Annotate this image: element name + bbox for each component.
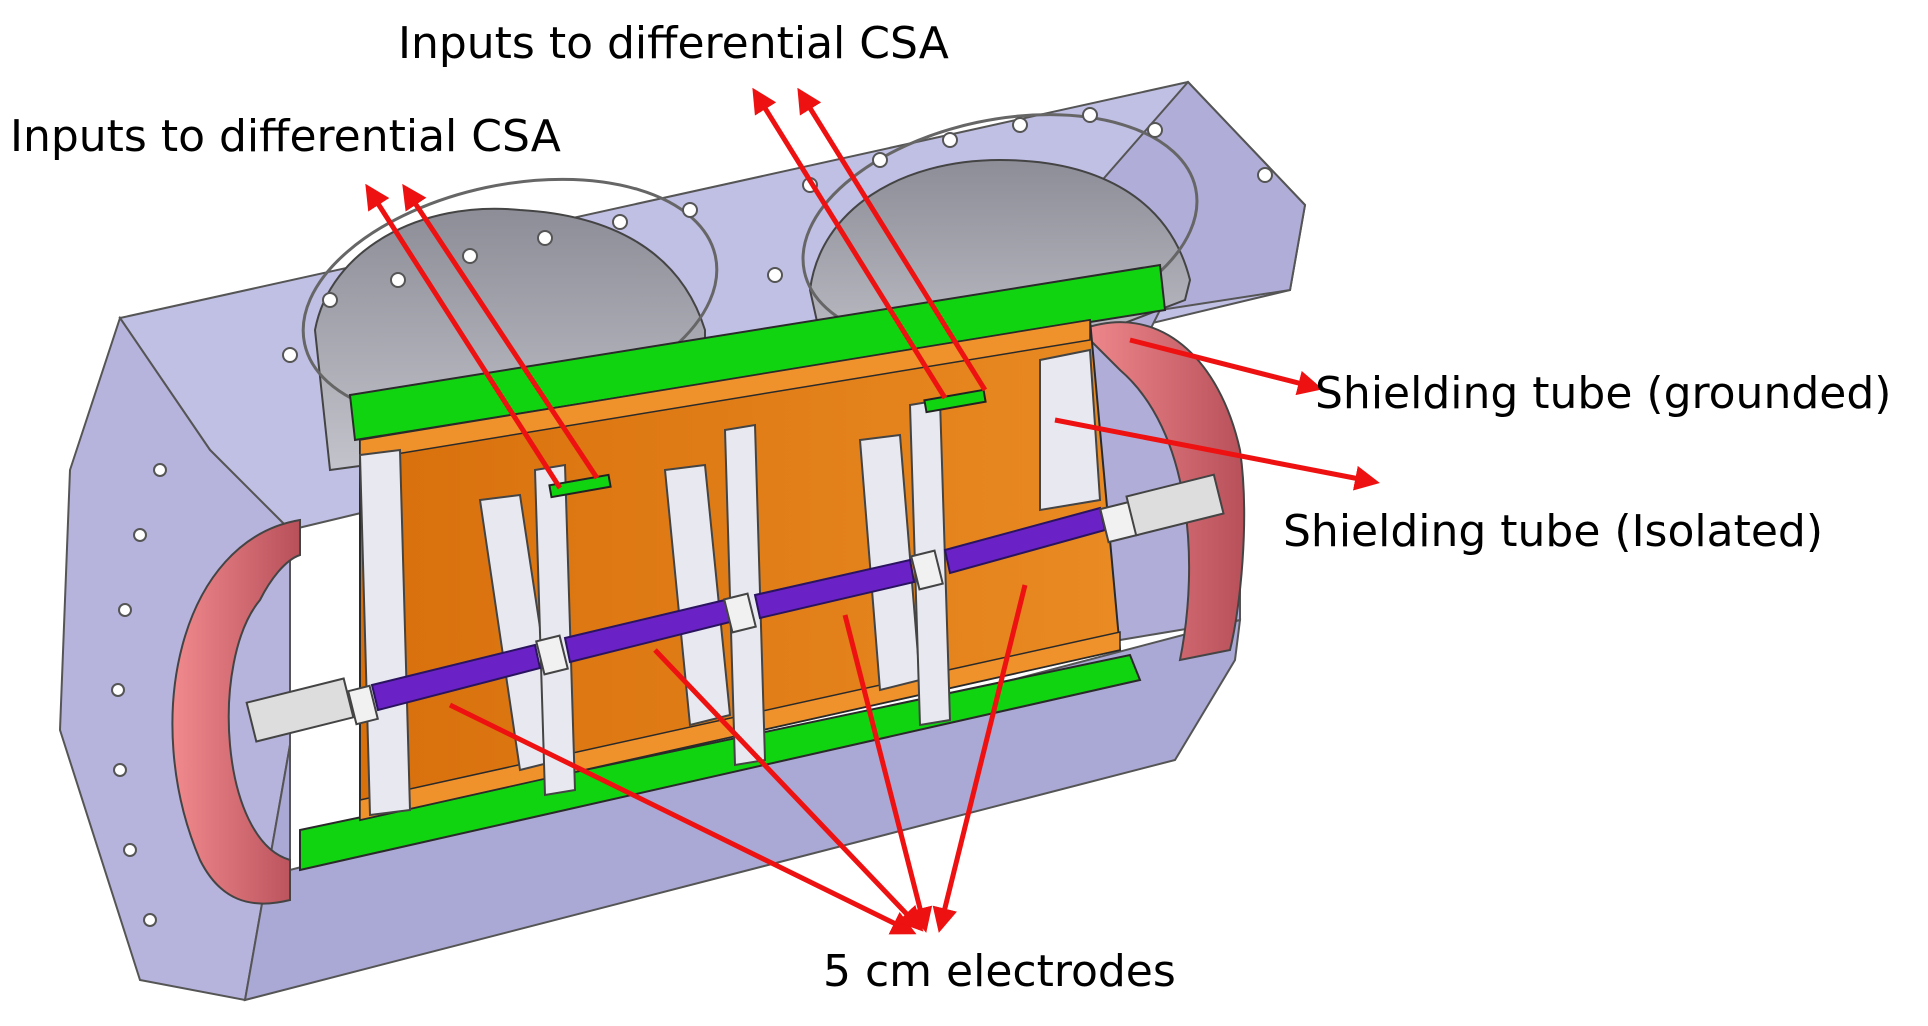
feedthroughs xyxy=(245,473,1225,743)
electrodes xyxy=(370,506,1107,712)
electrode-1 xyxy=(370,643,542,712)
arrow-csa-top-1 xyxy=(752,87,948,400)
arrow-csa-top-2 xyxy=(797,87,988,392)
flange-rings xyxy=(171,321,1246,905)
arrow-electrode-3 xyxy=(842,614,933,933)
arrow-csa-left-1 xyxy=(365,183,563,490)
flange-left xyxy=(171,518,301,905)
arrow-electrode-4 xyxy=(932,584,1028,933)
annotation-arrows xyxy=(365,87,1380,935)
arrow-grounded xyxy=(1129,337,1323,396)
electrode-3 xyxy=(753,558,916,620)
shield-isolated-top-edge xyxy=(359,319,1091,461)
label-shielding-isolated: Shielding tube (Isolated) xyxy=(1283,506,1824,557)
label-csa-left: Inputs to differential CSA xyxy=(10,111,561,162)
bolt-holes xyxy=(111,107,1273,927)
arrow-isolated xyxy=(1054,417,1380,491)
arrow-electrode-2 xyxy=(653,648,924,932)
label-electrodes: 5 cm electrodes xyxy=(823,946,1176,997)
label-shielding-grounded: Shielding tube (grounded) xyxy=(1315,368,1892,419)
csa-connectors xyxy=(548,388,987,499)
flange-right xyxy=(1078,321,1246,662)
label-csa-top: Inputs to differential CSA xyxy=(398,18,949,69)
arrow-csa-left-2 xyxy=(402,183,600,480)
arrow-electrode-1 xyxy=(448,702,917,935)
